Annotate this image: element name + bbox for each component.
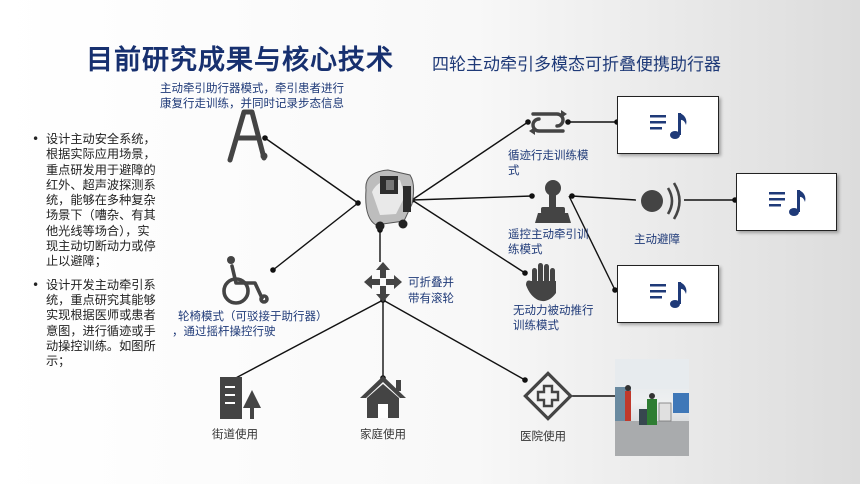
label-avoidance: 主动避障 bbox=[634, 232, 680, 246]
media-card-avoidance[interactable] bbox=[736, 173, 837, 231]
fold-arrows-icon bbox=[364, 262, 402, 302]
hospital-photo[interactable] bbox=[615, 359, 689, 456]
bullet-text-traction: 设计开发主动牵引系统，重点研究其能够实现根据医师或患者意图，进行循迹或手动操控训… bbox=[46, 277, 156, 369]
music-note-icon bbox=[650, 113, 687, 139]
building-tree-icon bbox=[220, 377, 261, 419]
label-foldable-line1: 可折叠并 bbox=[408, 275, 454, 289]
connector-dots bbox=[229, 119, 738, 383]
bullet-marker: • bbox=[32, 277, 40, 292]
label-remote-line1: 遥控主动牵引训 bbox=[508, 227, 589, 241]
hand-icon bbox=[526, 263, 556, 302]
house-icon bbox=[360, 376, 406, 418]
medical-cross-icon bbox=[523, 371, 573, 421]
robotic-walker-photo bbox=[365, 169, 415, 231]
label-remote-line2: 练模式 bbox=[508, 242, 543, 256]
sound-wave-icon bbox=[641, 182, 681, 220]
media-card-remote[interactable] bbox=[617, 265, 719, 323]
bullet-item: • 设计开发主动牵引系统，重点研究其能够实现根据医师或患者意图，进行循迹或手动操… bbox=[32, 278, 156, 370]
label-passive-line2: 训练模式 bbox=[513, 318, 559, 332]
label-home-use: 家庭使用 bbox=[360, 427, 406, 441]
label-hospital-use: 医院使用 bbox=[520, 429, 566, 443]
diagram-subtitle: 四轮主动牵引多模态可折叠便携助行器 bbox=[432, 55, 721, 75]
label-walker-mode-line1: 主动牵引助行器模式，牵引患者进行 bbox=[160, 81, 344, 95]
wheelchair-icon bbox=[222, 256, 269, 305]
media-card-tracking[interactable] bbox=[617, 96, 719, 154]
label-passive-line1: 无动力被动推行 bbox=[513, 303, 594, 317]
walker-frame-icon bbox=[227, 109, 268, 163]
label-walker-mode-line2: 康复行走训练，并同时记录步态信息 bbox=[160, 96, 344, 110]
connector-lines bbox=[231, 121, 735, 397]
hospital-scene-image bbox=[615, 359, 689, 456]
music-note-icon bbox=[768, 190, 805, 216]
music-note-icon bbox=[650, 282, 687, 308]
label-street-use: 街道使用 bbox=[212, 427, 258, 441]
label-wheelchair-line1: 轮椅模式（可驳接于助行器） bbox=[178, 309, 328, 323]
label-wheelchair-line2: ，通过摇杆操控行驶 bbox=[172, 324, 276, 338]
bullet-text-safety: 设计主动安全系统，根据实际应用场景，重点研发用于避障的红外、超声波探测系统，能够… bbox=[46, 132, 156, 269]
joystick-icon bbox=[535, 180, 571, 223]
label-tracking-line1: 循迹行走训练模 bbox=[508, 148, 589, 162]
bullet-marker: • bbox=[32, 132, 40, 146]
label-foldable-line2: 带有滚轮 bbox=[408, 291, 454, 305]
bullet-item: • 设计主动安全系统，根据实际应用场景，重点研发用于避障的红外、超声波探测系统，… bbox=[32, 132, 156, 270]
bullet-list: • 设计主动安全系统，根据实际应用场景，重点研发用于避障的红外、超声波探测系统，… bbox=[32, 132, 156, 377]
page-title: 目前研究成果与核心技术 bbox=[86, 45, 394, 76]
label-tracking-line2: 式 bbox=[508, 163, 520, 177]
loop-arrows-icon bbox=[529, 110, 567, 135]
